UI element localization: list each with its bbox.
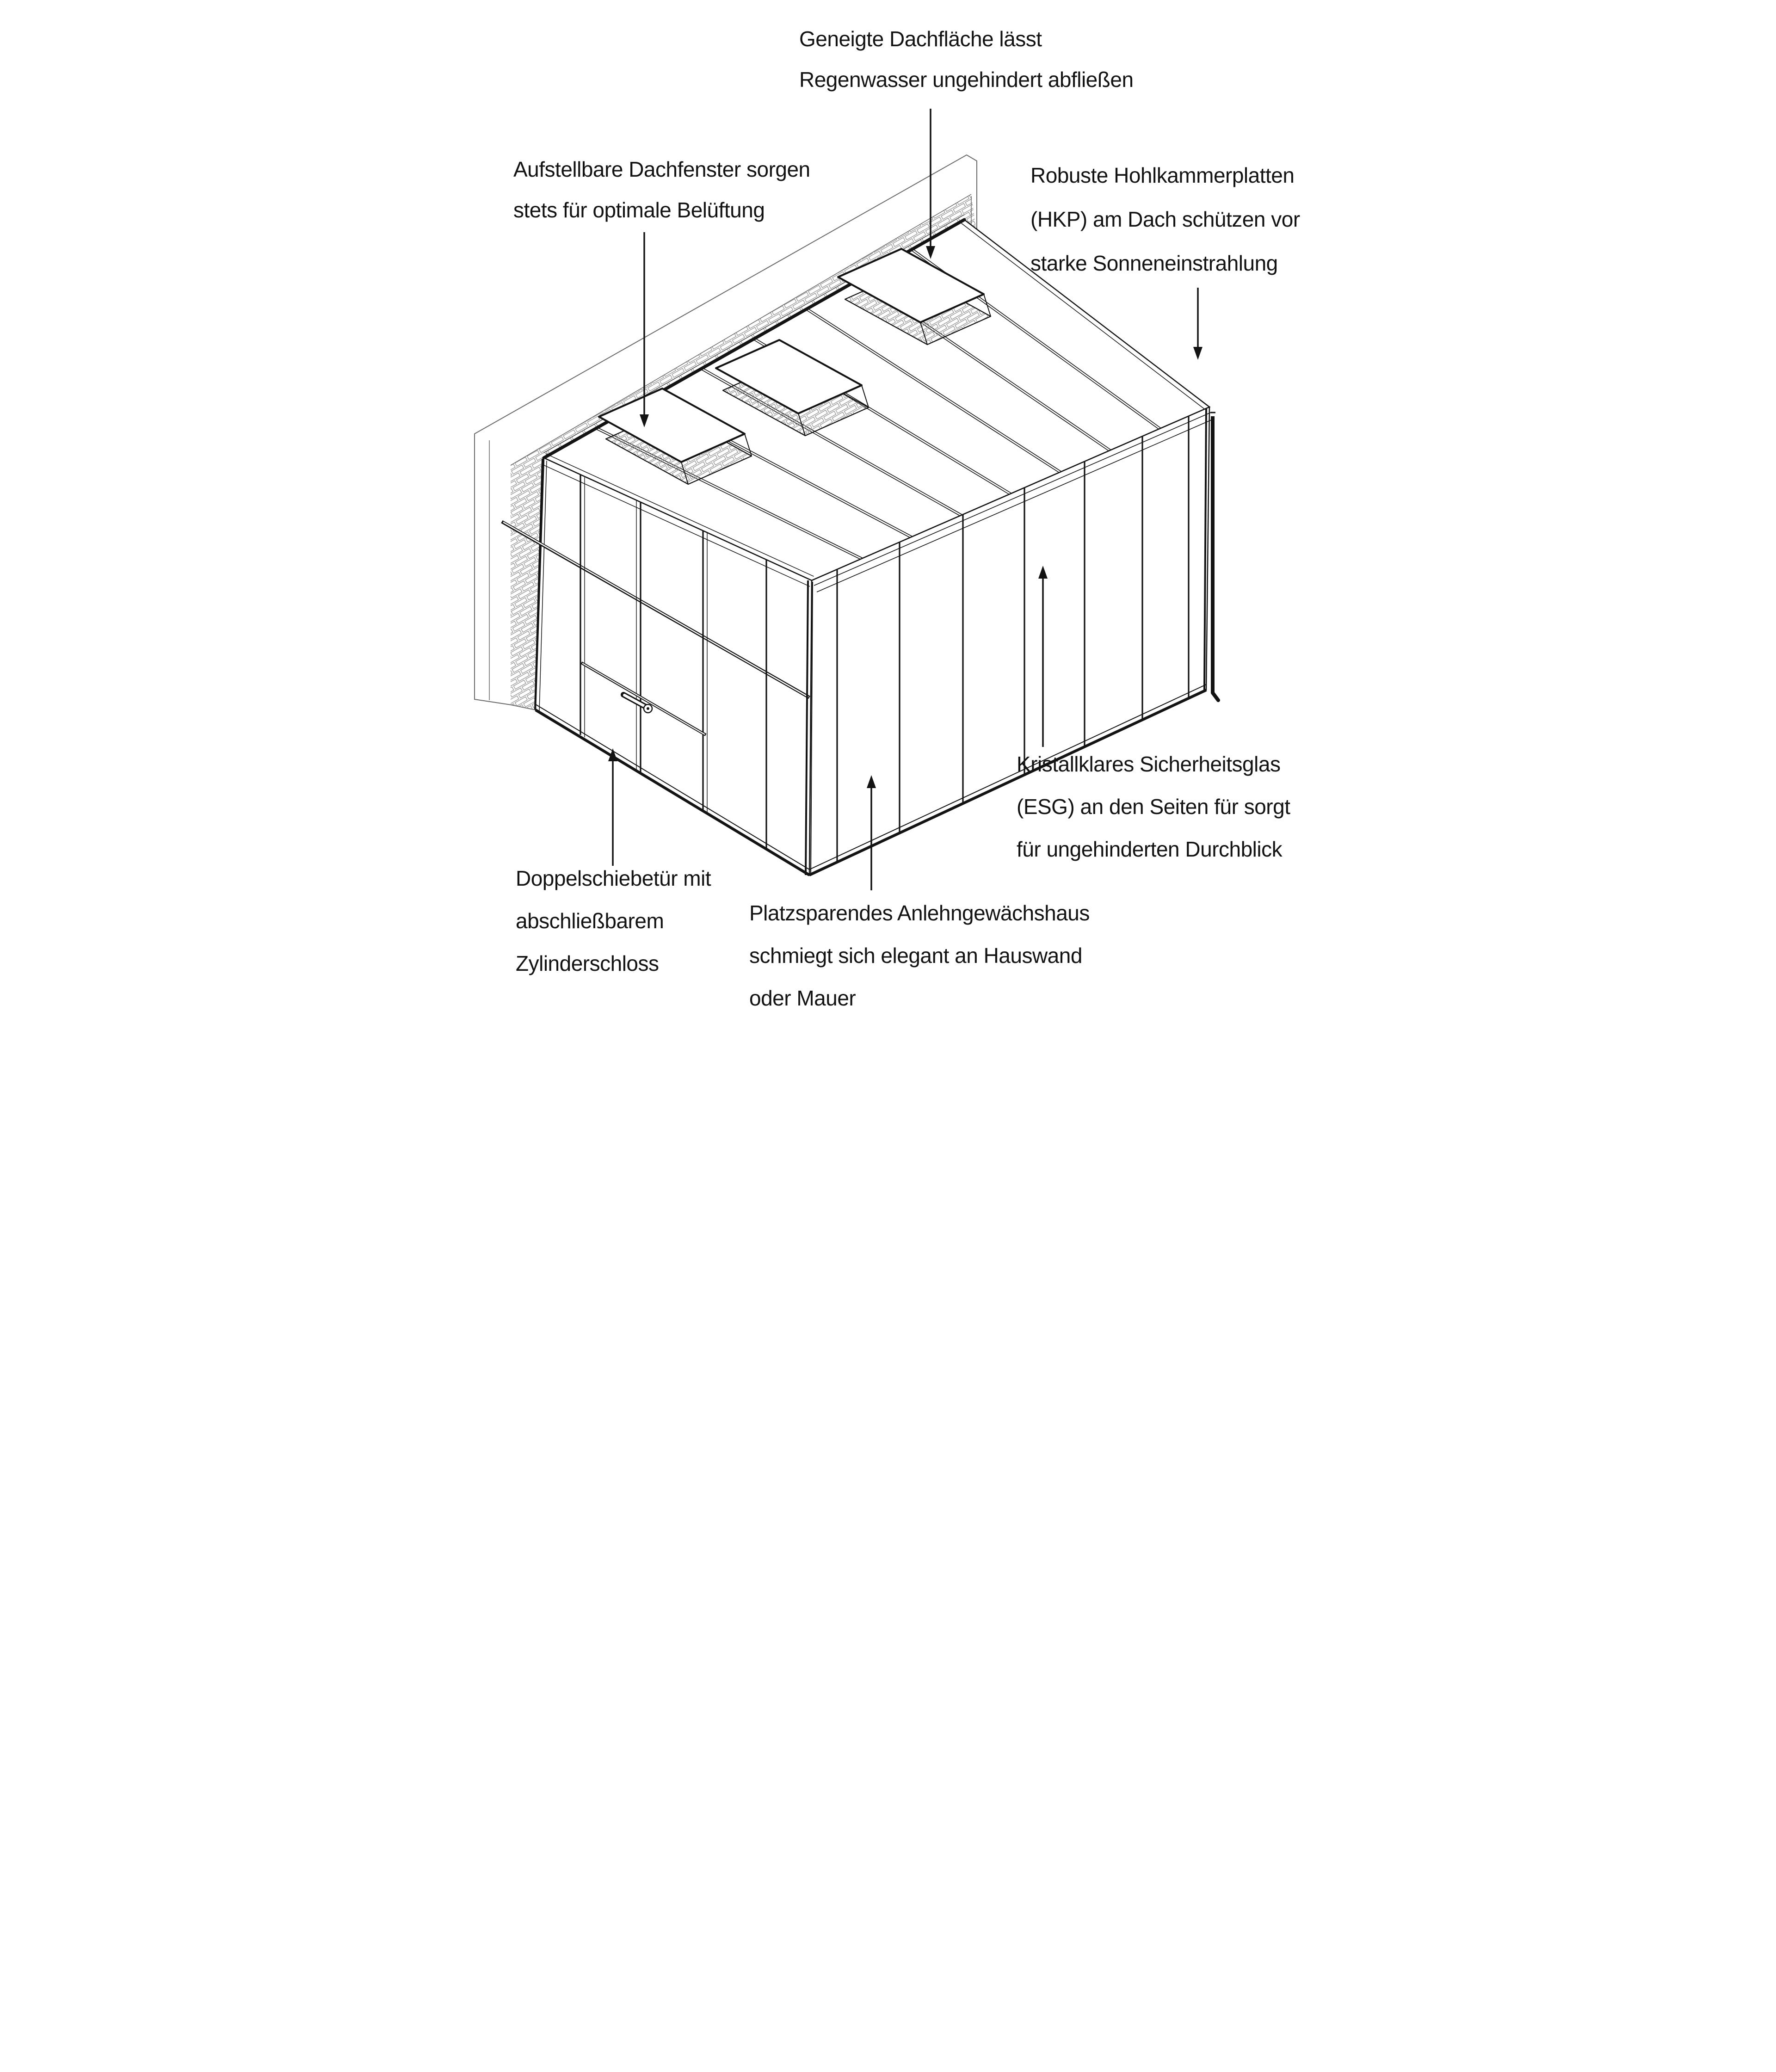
roof-right-edge-inner bbox=[961, 223, 1207, 411]
roof-window-2-flap bbox=[715, 339, 863, 414]
front-corner-post-inner bbox=[810, 581, 813, 876]
wall-band-inner-edge bbox=[510, 194, 972, 466]
arrow-up-side-glass-icon bbox=[1038, 566, 1048, 747]
label-roof-panels: Robuste Hohlkammerplatten (HKP) am Dach … bbox=[1030, 163, 1300, 275]
annotation-texts: Geneigte Dachfläche lässt Regenwasser un… bbox=[513, 27, 1300, 1010]
gable-door-side bbox=[501, 457, 813, 876]
side-base-beam bbox=[808, 689, 1207, 876]
label-side-glazing: Kristallklares Sicherheitsglas (ESG) an … bbox=[1017, 752, 1291, 861]
gutter-line-2 bbox=[816, 418, 1215, 592]
label-roof-windows-line1: Aufstellbare Dachfenster sorgen bbox=[513, 157, 810, 181]
door-mid-rail-core bbox=[582, 663, 705, 735]
label-roof-panels-line3: starke Sonneneinstrahlung bbox=[1030, 251, 1278, 275]
label-footprint-line3: oder Mauer bbox=[749, 986, 856, 1010]
annotation-arrows bbox=[608, 109, 1202, 890]
side-wall-mullions bbox=[836, 416, 1190, 862]
label-roof-windows: Aufstellbare Dachfenster sorgen stets fü… bbox=[513, 157, 810, 222]
label-door-line2: abschließbarem bbox=[516, 909, 664, 933]
door-stiles bbox=[580, 475, 767, 849]
roof-window-1 bbox=[598, 388, 752, 485]
gable-wall-post bbox=[534, 458, 543, 710]
label-footprint-line2: schmiegt sich elegant an Hauswand bbox=[749, 944, 1082, 968]
arrow-down-roof-slope-icon bbox=[926, 109, 935, 259]
greenhouse-diagram: Geneigte Dachfläche lässt Regenwasser un… bbox=[444, 0, 1332, 1036]
gable-base-beam bbox=[535, 709, 810, 876]
right-corner-post bbox=[1203, 408, 1207, 691]
label-footprint: Platzsparendes Anlehngewächshaus schmieg… bbox=[749, 901, 1090, 1010]
gable-base-upper bbox=[535, 704, 810, 870]
label-roof-slope: Geneigte Dachfläche lässt Regenwasser un… bbox=[799, 27, 1134, 92]
arrow-up-footprint-icon bbox=[867, 775, 876, 890]
label-roof-slope-line2: Regenwasser ungehindert abfließen bbox=[799, 68, 1134, 92]
roof-left-edge-inner bbox=[545, 453, 814, 577]
label-door-line1: Doppelschiebetür mit bbox=[516, 866, 711, 890]
label-side-glazing-line2: (ESG) an den Seiten für sorgt bbox=[1017, 795, 1290, 819]
greenhouse-diagram-page: Geneigte Dachfläche lässt Regenwasser un… bbox=[444, 0, 1332, 1036]
roof-window-3-flap bbox=[837, 248, 985, 323]
label-roof-slope-line1: Geneigte Dachfläche lässt bbox=[799, 27, 1042, 51]
label-door: Doppelschiebetür mit abschließbarem Zyli… bbox=[516, 866, 711, 975]
lock-keyhole bbox=[647, 707, 649, 710]
roof-window-2 bbox=[715, 339, 870, 437]
front-corner-post bbox=[805, 580, 809, 876]
gutter-line-1 bbox=[814, 412, 1212, 586]
downpipe bbox=[1210, 412, 1220, 702]
label-footprint-line1: Platzsparendes Anlehngewächshaus bbox=[749, 901, 1090, 925]
roof-window-3 bbox=[837, 248, 992, 345]
label-roof-panels-line1: Robuste Hohlkammerplatten bbox=[1030, 163, 1294, 187]
frame-posts bbox=[805, 408, 1220, 876]
door-handle bbox=[621, 692, 653, 714]
arrow-down-roof-panel-icon bbox=[1193, 288, 1202, 360]
label-door-line3: Zylinderschloss bbox=[516, 951, 659, 975]
gable-top-inner bbox=[542, 464, 810, 587]
arrow-up-door-icon bbox=[608, 748, 617, 866]
roof-window-1-flap bbox=[598, 388, 746, 463]
label-roof-panels-line2: (HKP) am Dach schützen vor bbox=[1030, 207, 1300, 231]
label-side-glazing-line3: für ungehinderten Durchblick bbox=[1017, 837, 1283, 861]
roof-windows bbox=[598, 248, 992, 485]
label-roof-windows-line2: stets für optimale Belüftung bbox=[513, 198, 765, 222]
gable-wall-post-inner bbox=[539, 460, 547, 712]
label-side-glazing-line1: Kristallklares Sicherheitsglas bbox=[1017, 752, 1280, 776]
door-track-rail-core bbox=[503, 521, 809, 698]
arrow-down-roof-window-icon bbox=[640, 232, 649, 427]
side-base-upper bbox=[809, 684, 1207, 870]
